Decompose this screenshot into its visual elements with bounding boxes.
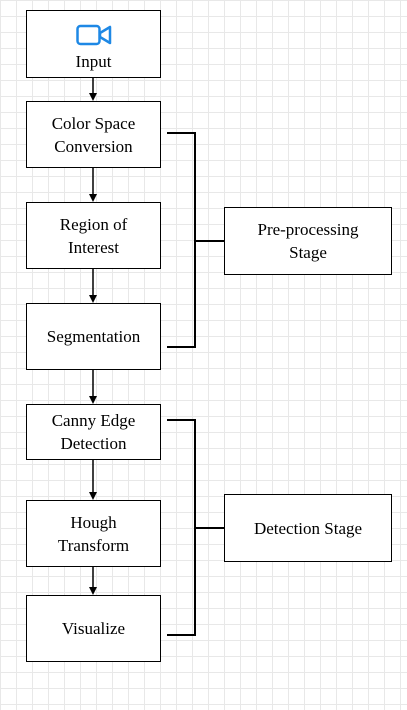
hough-transform-label: Hough Transform <box>57 512 130 555</box>
video-camera-icon <box>75 24 111 46</box>
preprocessing-stage-node[interactable]: Pre-processing Stage <box>224 207 392 275</box>
color-space-conversion-node[interactable]: Color Space Conversion <box>26 101 161 168</box>
segmentation-label: Segmentation <box>46 327 141 346</box>
region-of-interest-label: Region of Interest <box>59 214 128 257</box>
detection-bracket <box>167 419 224 636</box>
canny-edge-detection-node[interactable]: Canny Edge Detection <box>26 404 161 460</box>
canny-edge-detection-label: Canny Edge Detection <box>51 411 136 453</box>
visualize-node[interactable]: Visualize <box>26 595 161 662</box>
input-node[interactable]: Input <box>26 10 161 78</box>
color-space-conversion-label: Color Space Conversion <box>51 113 136 156</box>
detection-stage-label: Detection Stage <box>253 518 363 538</box>
preprocessing-bracket <box>167 132 224 348</box>
input-label: Input <box>75 52 112 71</box>
region-of-interest-node[interactable]: Region of Interest <box>26 202 161 269</box>
visualize-label: Visualize <box>61 619 126 638</box>
preprocessing-stage-label: Pre-processing Stage <box>257 220 359 262</box>
segmentation-node[interactable]: Segmentation <box>26 303 161 370</box>
detection-stage-node[interactable]: Detection Stage <box>224 494 392 562</box>
hough-transform-node[interactable]: Hough Transform <box>26 500 161 567</box>
